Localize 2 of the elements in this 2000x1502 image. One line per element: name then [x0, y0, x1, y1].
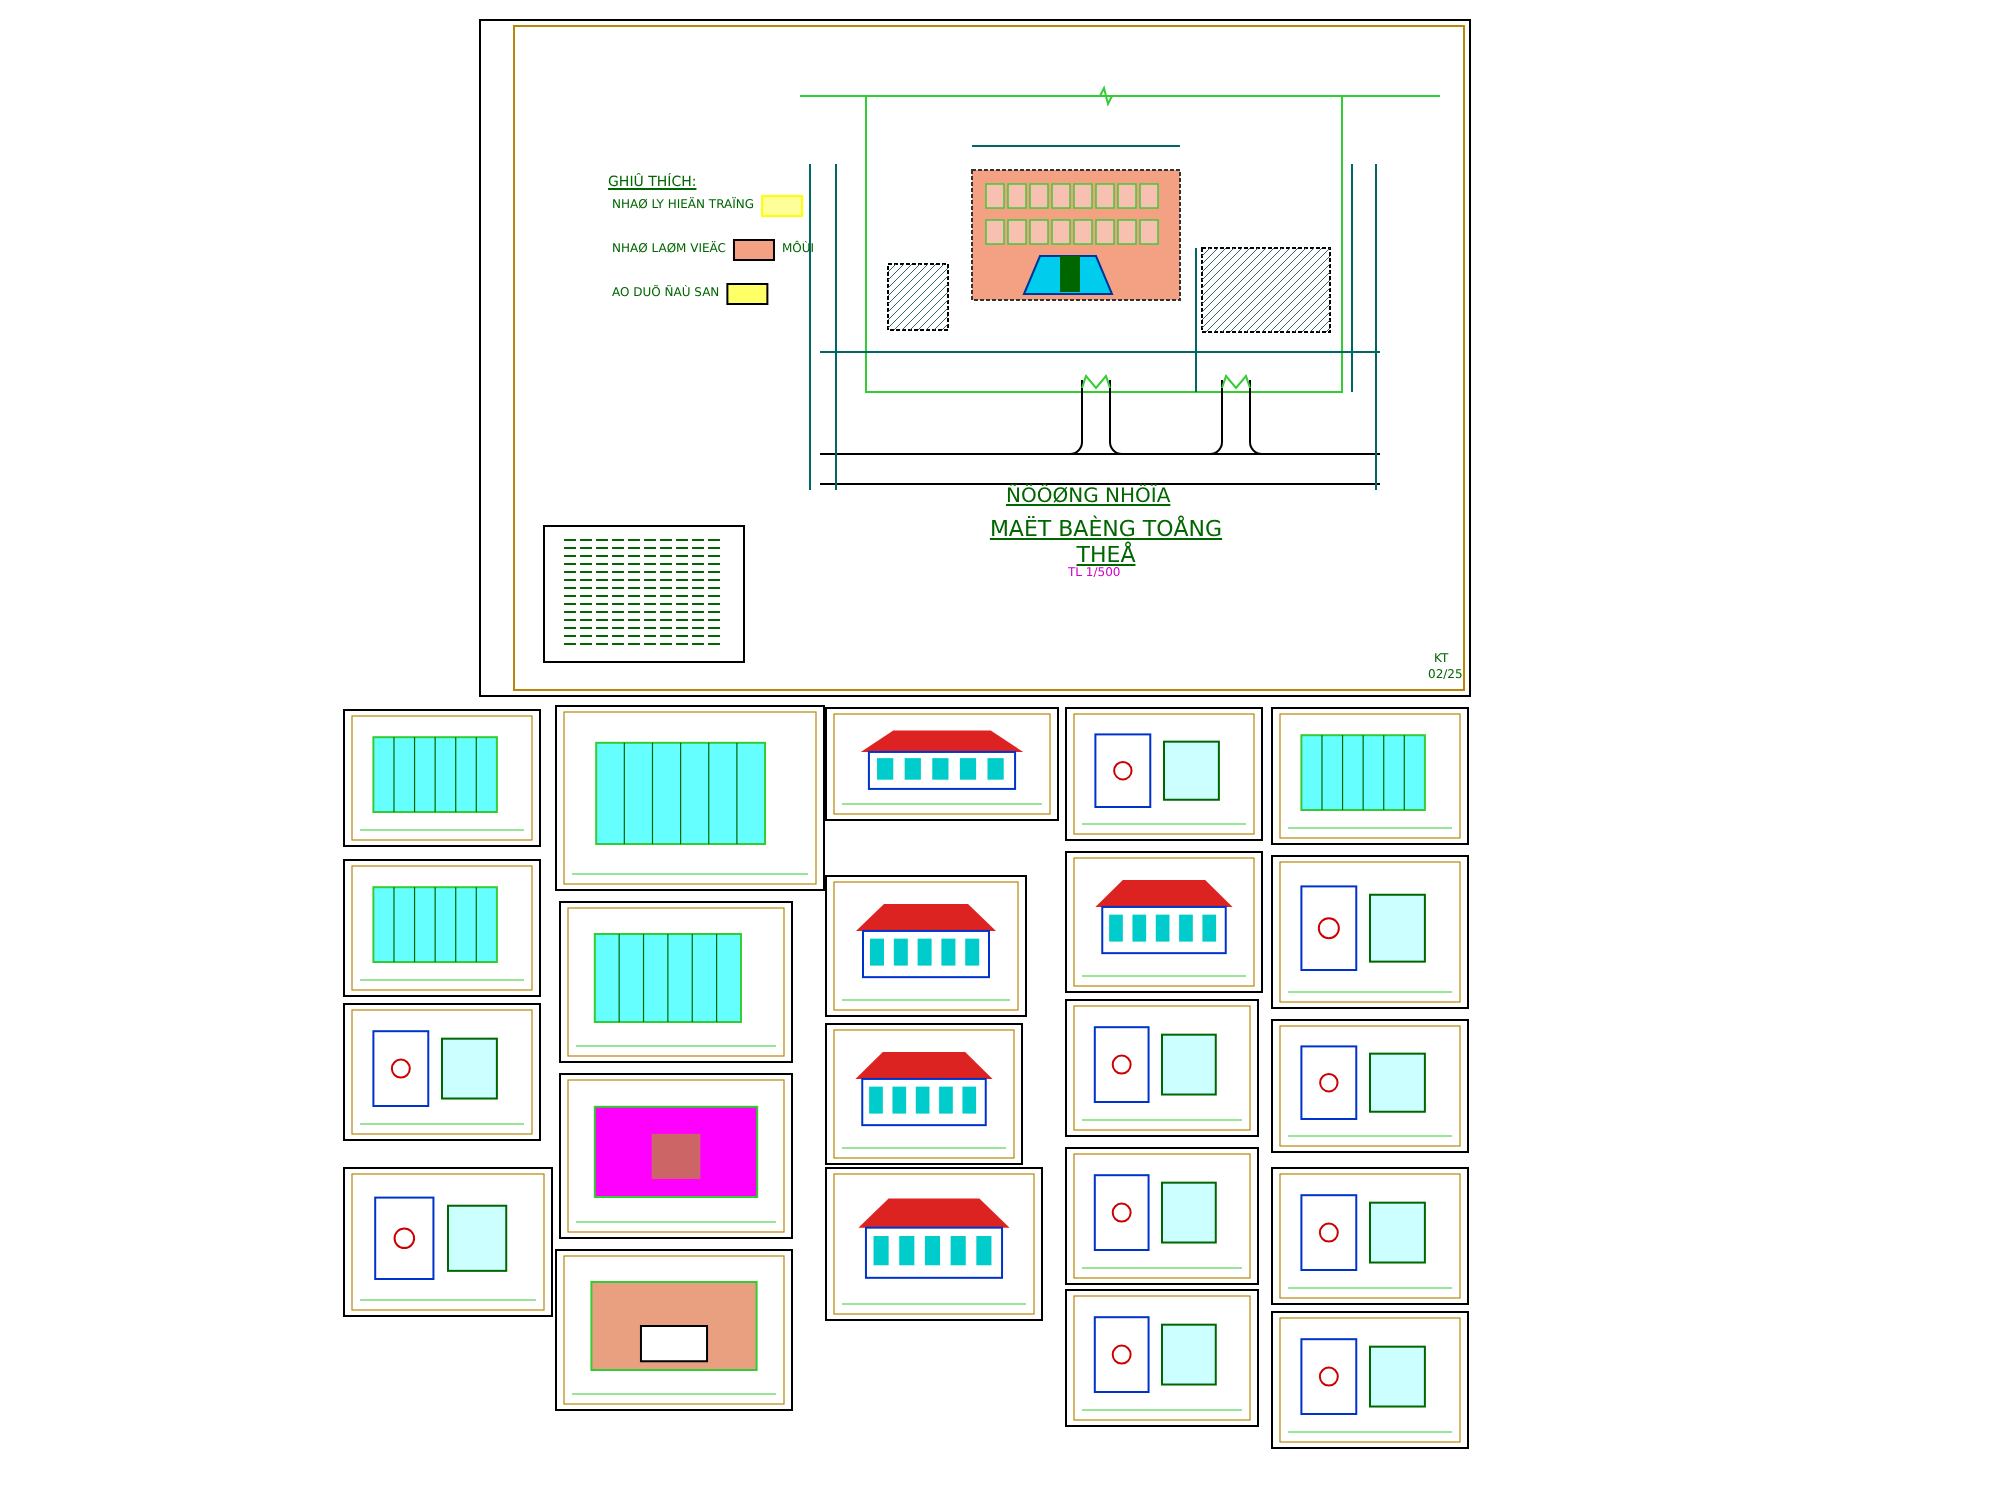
drawing-title: MAËT BAÈNG TOÅNG THEÅ	[987, 516, 1225, 569]
road-label: ÑÖÔØNG NHÖÏA	[1006, 488, 1171, 508]
